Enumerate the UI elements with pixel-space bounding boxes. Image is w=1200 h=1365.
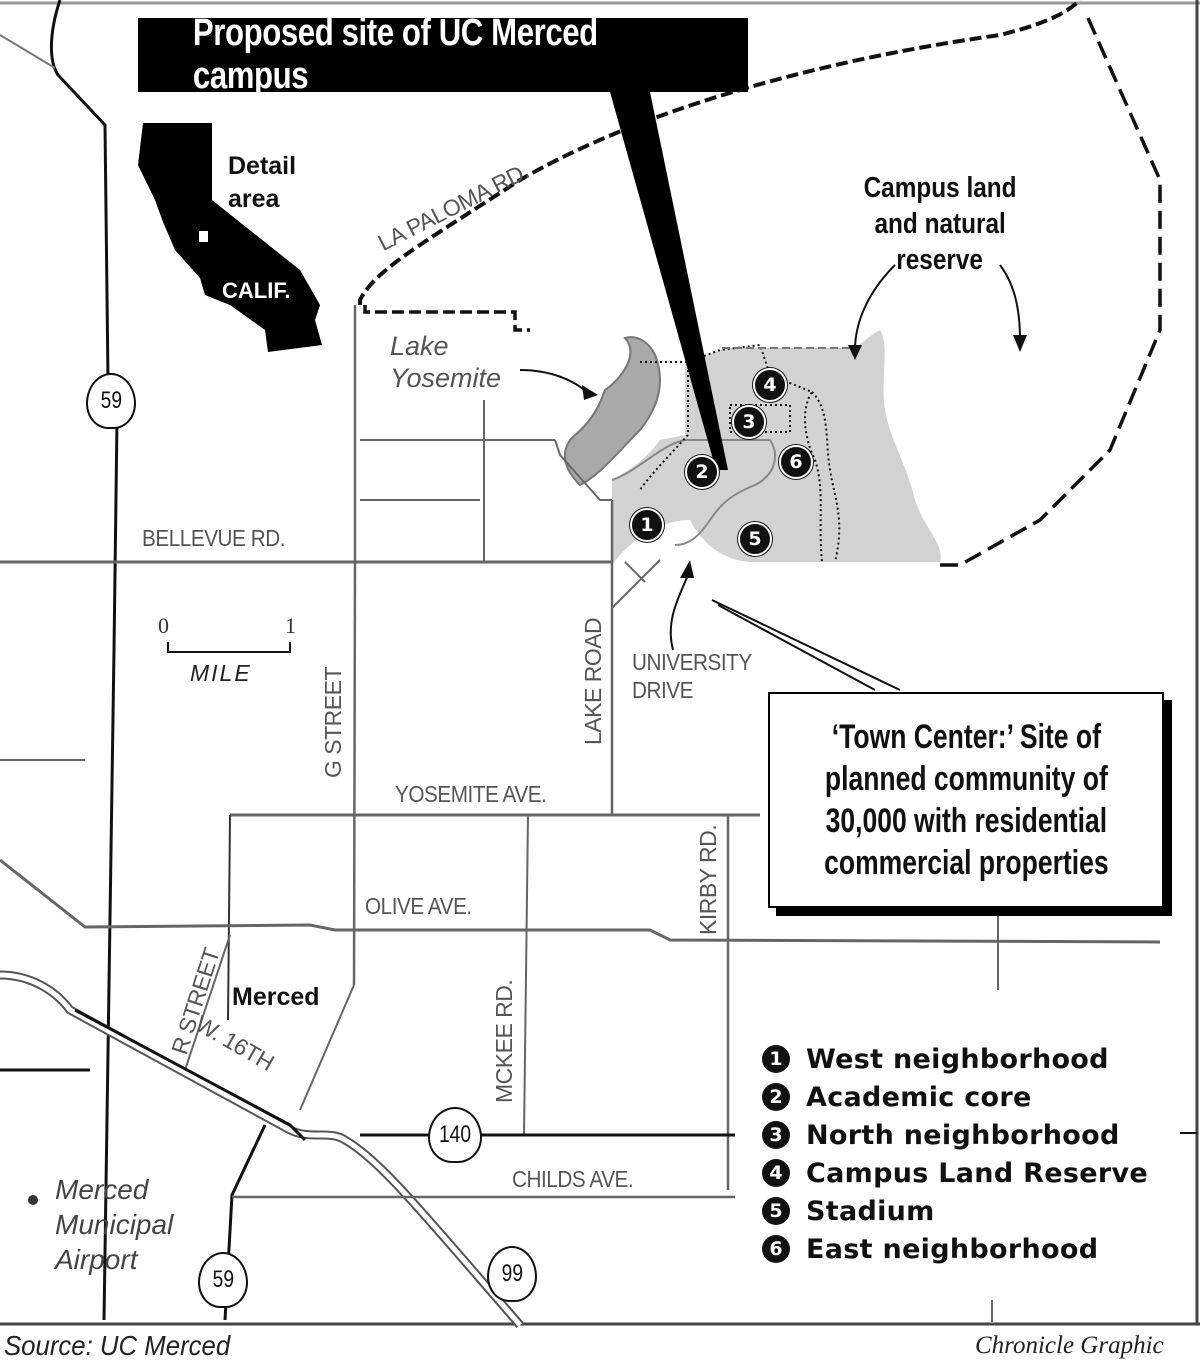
source-credit: Source: UC Merced [4, 1330, 231, 1361]
g-street-label: G STREET [320, 666, 346, 778]
highway-59-north-shield: 59 [86, 373, 136, 429]
marker-north-neighborhood: 3 [732, 405, 766, 439]
inset-detail-label: Detail area [228, 152, 297, 213]
merced-city-label: Merced [232, 983, 320, 1011]
kirby-rd-label: KIRBY RD. [695, 824, 721, 935]
marker-campus-land-reserve: 4 [753, 368, 787, 402]
graphic-credit: Chronicle Graphic [975, 1332, 1164, 1359]
lake-road-label: LAKE ROAD [580, 617, 606, 745]
mckee-rd-label: MCKEE RD. [491, 979, 517, 1103]
scale-start: 0 [158, 613, 169, 638]
legend-number-icon: 6 [762, 1235, 790, 1263]
legend-number-icon: 5 [762, 1197, 790, 1225]
lake-yosemite-label: Lake Yosemite [390, 331, 502, 393]
scale-unit: MILE [190, 660, 252, 686]
legend-number-icon: 4 [762, 1159, 790, 1187]
marker-west-neighborhood: 1 [630, 508, 664, 542]
highway-99-shield: 99 [487, 1246, 537, 1302]
scale-end: 1 [285, 613, 296, 638]
marker-academic-core: 2 [685, 455, 719, 489]
legend-number-icon: 2 [762, 1083, 790, 1111]
town-center-callout: ‘Town Center:’ Site of planned community… [768, 692, 1164, 908]
highway-59-south-shield: 59 [198, 1252, 248, 1308]
legend-number-icon: 1 [762, 1045, 790, 1073]
highway-140-shield: 140 [428, 1107, 482, 1163]
bellevue-rd-label: BELLEVUE RD. [142, 525, 286, 551]
airport-label: Merced Municipal Airport [55, 1174, 174, 1275]
campus-land-label: Campus land and natural reserve [863, 172, 1017, 276]
marker-stadium: 5 [738, 522, 772, 556]
marker-east-neighborhood: 6 [779, 445, 813, 479]
childs-ave-label: CHILDS AVE. [512, 1166, 634, 1192]
olive-ave-label: OLIVE AVE. [365, 893, 472, 919]
map-title: Proposed site of UC Merced campus [138, 12, 748, 97]
inset-state-label: CALIF. [222, 278, 291, 303]
university-drive-label: UNIVERSITY DRIVE [632, 649, 752, 703]
yosemite-ave-label: YOSEMITE AVE. [395, 781, 547, 807]
legend-number-icon: 3 [762, 1121, 790, 1149]
